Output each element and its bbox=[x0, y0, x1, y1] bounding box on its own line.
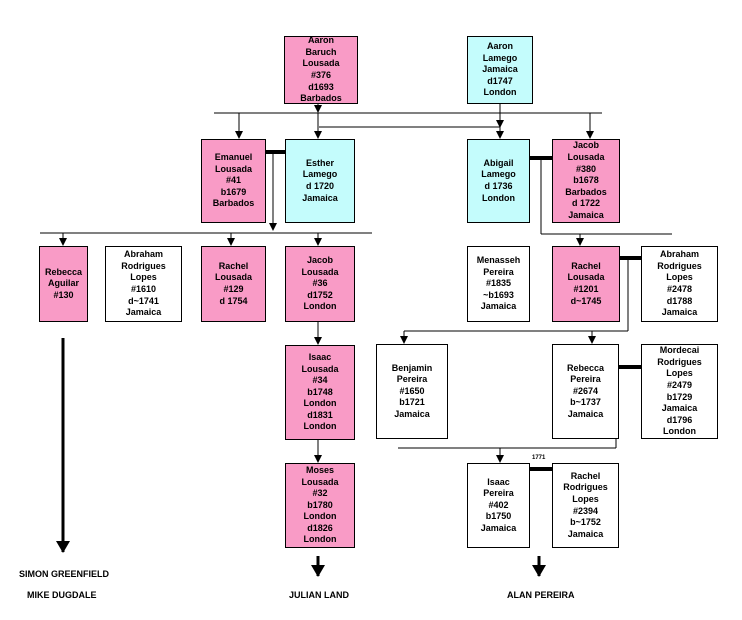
descendant-label-mike-dugdale: MIKE DUGDALE bbox=[27, 590, 97, 600]
descendant-label-simon-greenfield: SIMON GREENFIELD bbox=[19, 569, 110, 579]
marriage-year-label: 1771 bbox=[532, 455, 546, 461]
descendant-label-alan-pereira: ALAN PEREIRA bbox=[507, 590, 575, 600]
descendant-label-julian-land: JULIAN LAND bbox=[289, 590, 349, 600]
